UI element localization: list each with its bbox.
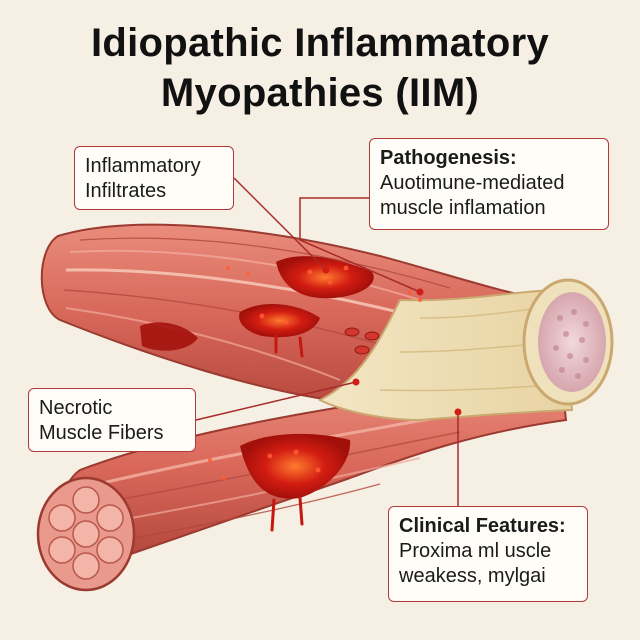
leader-line-necrotic — [195, 381, 357, 421]
leader-line-pathogenesis — [299, 197, 421, 293]
callout-inflammatory-line-1: Inflammatory — [85, 155, 201, 177]
diagram-title: Idiopathic Inflammatory Myopathies (IIM) — [0, 18, 640, 118]
callout-inflammatory-line-2: Infiltrates — [85, 180, 167, 202]
callout-clinical-line-2: weakess, mylgai — [399, 565, 546, 587]
callout-pathogenesis-line-1: Auotimune-mediated — [380, 172, 565, 194]
callout-clinical-heading: Clinical Features: — [399, 515, 566, 537]
leader-lines — [195, 177, 462, 506]
fascicle-cross-section — [36, 476, 136, 592]
callout-inflammatory-infiltrates: Inflammatory Infiltrates — [74, 146, 234, 210]
callout-necrotic-fibers: Necrotic Muscle Fibers — [28, 388, 196, 452]
callout-necrotic-line-1: Necrotic — [39, 397, 113, 419]
callout-pathogenesis: Pathogenesis: Auotimune-mediated muscle … — [369, 138, 609, 230]
callout-clinical-line-1: Proxima ml uscle — [399, 540, 552, 562]
leader-dot-inflammatory — [322, 266, 330, 274]
leader-dot-pathogenesis — [416, 288, 424, 296]
title-line-1: Idiopathic Inflammatory — [90, 21, 550, 65]
inflammatory-lesions — [140, 256, 422, 532]
callout-pathogenesis-line-2: muscle inflamation — [380, 197, 546, 219]
callout-clinical-features: Clinical Features: Proxima ml uscle weak… — [388, 506, 588, 602]
bone-cross-section — [522, 278, 614, 406]
title-line-2: Myopathies (IIM) — [160, 71, 480, 115]
leader-dot-clinical — [454, 408, 462, 416]
leader-dot-necrotic — [352, 378, 360, 386]
callout-necrotic-line-2: Muscle Fibers — [39, 422, 164, 444]
callout-pathogenesis-heading: Pathogenesis: — [380, 147, 517, 169]
leader-line-inflammatory — [233, 177, 327, 271]
